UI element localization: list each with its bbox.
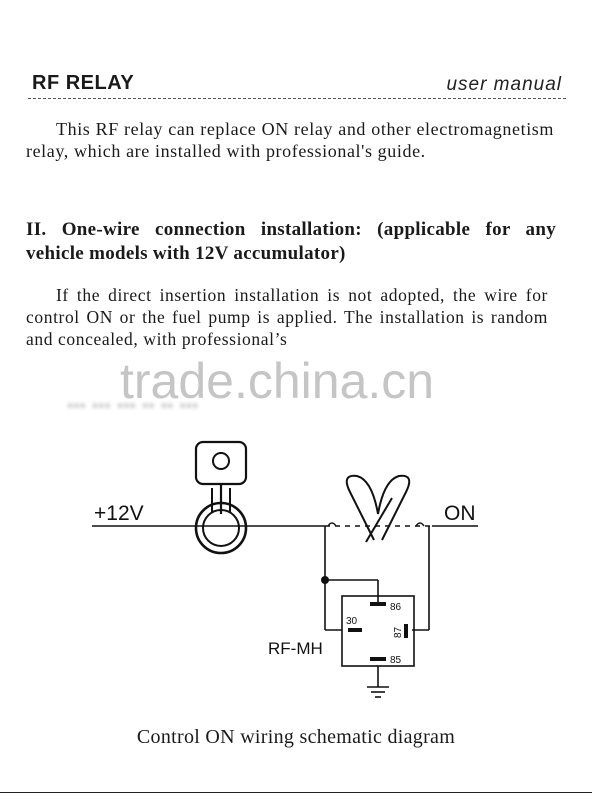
intro-paragraph: This RF relay can replace ON relay and o… [26,119,554,161]
supply-label: +12V [94,502,144,525]
relay-label: RF-MH [268,639,323,658]
diagram-caption: Control ON wiring schematic diagram [136,726,456,748]
header-subtitle: user manual [446,74,562,95]
fuse-symbol [345,474,411,543]
ignition-key-icon [194,440,248,555]
page-header: RF RELAY user manual [28,70,566,99]
header-title: RF RELAY [32,72,135,94]
section-title: II. One-wire connection installation: (a… [26,219,556,264]
bottom-rule [0,792,592,793]
section-paragraph: If the direct insertion installation is … [26,285,548,349]
pin-label-87: 87 [393,626,404,638]
watermark: trade.china.cn [120,353,435,409]
pin-label-85: 85 [390,655,402,666]
pin-label-30: 30 [346,616,358,627]
pin-label-86: 86 [390,602,402,613]
wiring-schematic: +12V ON RF-MH 30 86 87 85 [92,440,478,698]
junction-node [321,576,329,584]
output-label: ON [444,502,476,525]
obscured-text: ... ... ... .. .. ... [68,392,200,411]
